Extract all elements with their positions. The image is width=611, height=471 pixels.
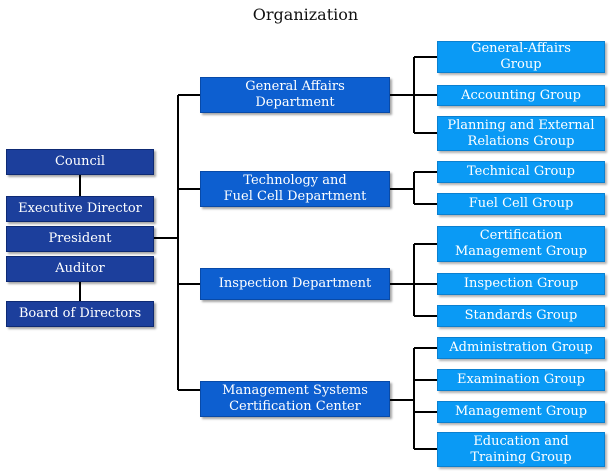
executive-director-box[interactable]: Executive Director: [6, 196, 154, 222]
council-box[interactable]: Council: [6, 149, 154, 175]
president-box[interactable]: President: [6, 226, 154, 252]
group-general-affairs[interactable]: General-Affairs Group: [437, 41, 605, 73]
group-standards[interactable]: Standards Group: [437, 305, 605, 327]
group-planning-external-relations[interactable]: Planning and External Relations Group: [437, 116, 605, 151]
group-education-training[interactable]: Education and Training Group: [437, 432, 605, 467]
chart-title: Organization: [252, 5, 359, 24]
group-inspection[interactable]: Inspection Group: [437, 273, 605, 295]
group-accounting[interactable]: Accounting Group: [437, 85, 605, 106]
group-certification-management[interactable]: Certification Management Group: [437, 226, 605, 262]
board-of-directors-box[interactable]: Board of Directors: [6, 301, 154, 327]
group-management[interactable]: Management Group: [437, 401, 605, 423]
group-fuel-cell[interactable]: Fuel Cell Group: [437, 193, 605, 215]
group-technical[interactable]: Technical Group: [437, 161, 605, 183]
dept-management-systems-certification[interactable]: Management Systems Certification Center: [200, 381, 390, 417]
auditor-box[interactable]: Auditor: [6, 256, 154, 282]
dept-technology-fuel-cell[interactable]: Technology and Fuel Cell Department: [200, 171, 390, 207]
group-examination[interactable]: Examination Group: [437, 369, 605, 391]
dept-inspection[interactable]: Inspection Department: [200, 268, 390, 300]
group-administration[interactable]: Administration Group: [437, 337, 605, 359]
dept-general-affairs[interactable]: General Affairs Department: [200, 77, 390, 113]
